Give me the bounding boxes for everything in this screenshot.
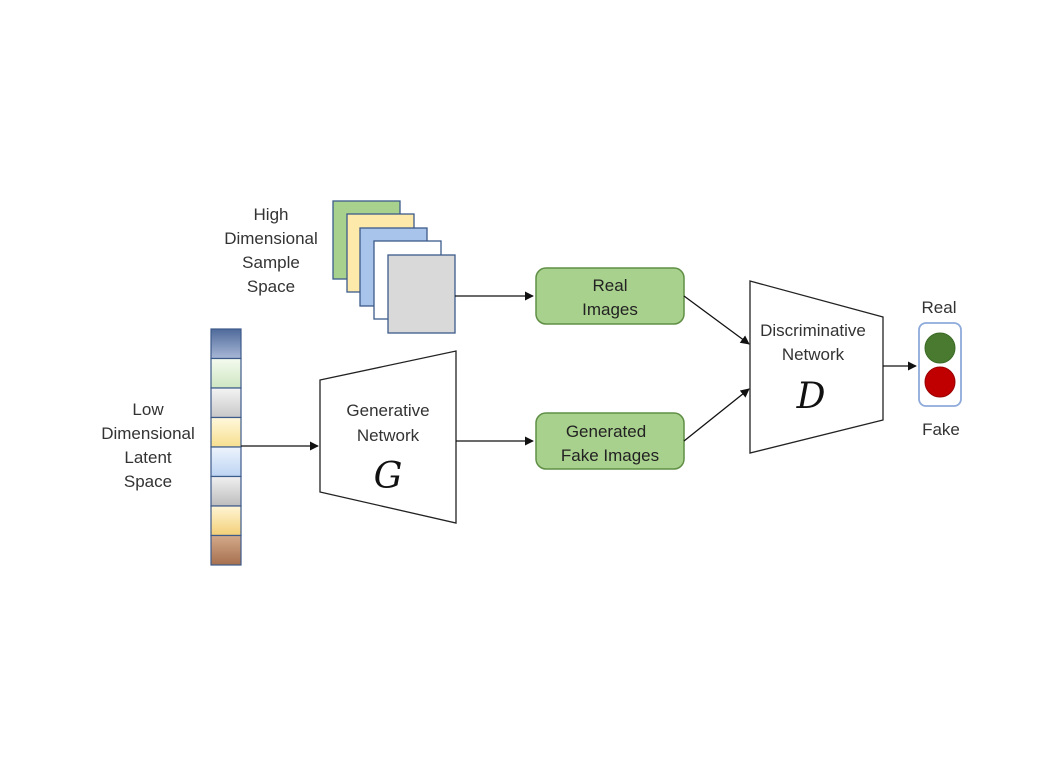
real-images-label-line-1: Real xyxy=(593,276,628,295)
sample-image-stack xyxy=(332,200,456,334)
output-fake-label: Fake xyxy=(922,420,960,439)
latent-space-label-line-2: Dimensional xyxy=(101,424,195,443)
generator-symbol: G xyxy=(374,456,403,497)
sample-space-label-line-3: Sample xyxy=(242,253,300,272)
latent-space-label: Low Dimensional Latent Space xyxy=(101,400,195,491)
discriminator-label-line-1: Discriminative xyxy=(760,321,866,340)
latent-cell-4 xyxy=(210,416,242,448)
latent-space-label-line-3: Latent xyxy=(124,448,172,467)
fake-images-label-line-2: Fake Images xyxy=(561,446,659,465)
sample-space-label-line-4: Space xyxy=(247,277,295,296)
latent-space-label-line-4: Space xyxy=(124,472,172,491)
fake-indicator-dot xyxy=(924,366,956,398)
discriminator-symbol: D xyxy=(796,376,826,417)
output-indicator: Real Fake xyxy=(918,298,962,439)
sample-image-grey xyxy=(387,254,456,334)
latent-cell-2 xyxy=(210,357,242,389)
generative-network: Generative Network G xyxy=(319,350,457,524)
fake-images-label-line-1: Generated xyxy=(566,422,646,441)
discriminative-network: Discriminative Network D xyxy=(749,280,884,454)
real-indicator-dot xyxy=(924,332,956,364)
generator-label-line-1: Generative xyxy=(346,401,429,420)
sample-space-label: High Dimensional Sample Space xyxy=(224,205,318,296)
arrow-real-to-discriminator xyxy=(683,295,750,345)
discriminator-label-line-2: Network xyxy=(782,345,845,364)
latent-cell-3 xyxy=(210,387,242,419)
latent-cell-8 xyxy=(210,534,242,566)
latent-space-label-line-1: Low xyxy=(132,400,164,419)
sample-space-label-line-1: High xyxy=(254,205,289,224)
real-images-label-line-2: Images xyxy=(582,300,638,319)
real-images-box: Real Images xyxy=(535,267,685,325)
latent-cell-5 xyxy=(210,446,242,478)
sample-space-label-line-2: Dimensional xyxy=(224,229,318,248)
output-real-label: Real xyxy=(922,298,957,317)
latent-cell-1 xyxy=(210,328,242,360)
discriminator-shape xyxy=(749,280,884,454)
fake-images-box: Generated Fake Images xyxy=(535,412,685,470)
latent-cell-7 xyxy=(210,505,242,537)
generator-label-line-2: Network xyxy=(357,426,420,445)
arrow-fake-to-discriminator xyxy=(683,388,750,442)
latent-vector xyxy=(210,328,242,566)
latent-cell-6 xyxy=(210,475,242,507)
generator-shape xyxy=(319,350,457,524)
